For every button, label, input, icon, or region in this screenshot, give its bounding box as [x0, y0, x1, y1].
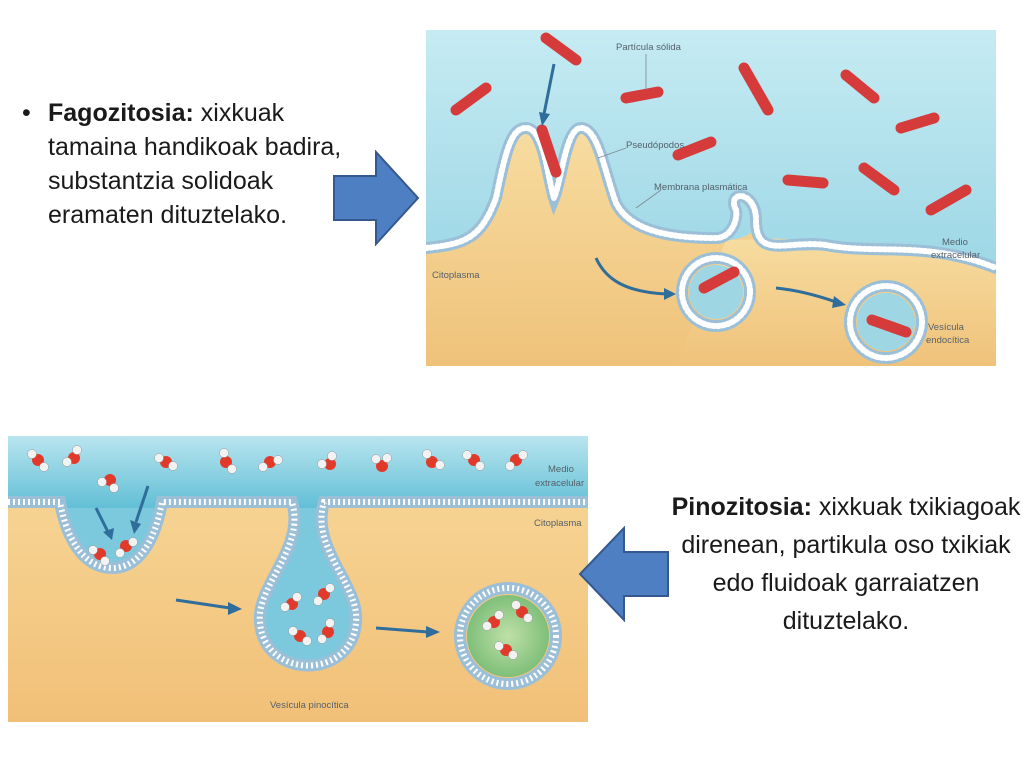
- pinocytosis-illustration: Medio extracelular Citoplasma Vesícula p…: [8, 436, 588, 722]
- label-pino-vesicle: Vesícula pinocítica: [270, 700, 349, 711]
- bullet-icon: •: [22, 99, 31, 127]
- label-vesicle-2: endocítica: [926, 335, 970, 346]
- phagocytosis-diagram: Partícula sólida Pseudópodos Membrana pl…: [426, 30, 996, 366]
- label-cytoplasm: Citoplasma: [432, 270, 480, 281]
- pinocytosis-body: xixkuak txikiagoak direnean, partikula o…: [681, 493, 1021, 635]
- bacteria: [450, 32, 972, 338]
- label-pino-extracellular-2: extracelular: [535, 478, 584, 489]
- process-arrows-pino: [94, 485, 429, 634]
- label-extracellular-1: Medio: [942, 237, 968, 248]
- label-pseudopods: Pseudópodos: [626, 140, 684, 151]
- process-arrows: [542, 63, 837, 304]
- right-arrow-icon: [333, 150, 420, 246]
- label-extracellular-2: extracelular: [931, 250, 980, 261]
- label-pino-cytoplasm: Citoplasma: [534, 518, 582, 529]
- pinocytosis-description: Pinozitosia: xixkuak txikiagoak direnean…: [668, 488, 1024, 640]
- pinocytosis-diagram: Medio extracelular Citoplasma Vesícula p…: [8, 436, 588, 722]
- phagocytosis-description: Fagozitosia: xixkuak tamaina handikoak b…: [48, 96, 348, 232]
- plasma-membrane: [426, 121, 996, 364]
- label-solid-particle: Partícula sólida: [616, 42, 682, 53]
- phagocytosis-term: Fagozitosia:: [48, 99, 194, 127]
- pinocytosis-term: Pinozitosia:: [671, 493, 812, 521]
- label-vesicle-1: Vesícula: [928, 322, 965, 333]
- label-pino-extracellular-1: Medio: [548, 464, 574, 475]
- phagocytosis-illustration: Partícula sólida Pseudópodos Membrana pl…: [426, 30, 996, 366]
- left-arrow-icon: [578, 526, 669, 622]
- plasma-membrane-pino: [8, 496, 588, 690]
- label-plasma-membrane: Membrana plasmática: [654, 182, 748, 193]
- water-molecules: [27, 445, 533, 660]
- phagocytosis-body: xixkuak tamaina handikoak badira, substa…: [48, 99, 342, 229]
